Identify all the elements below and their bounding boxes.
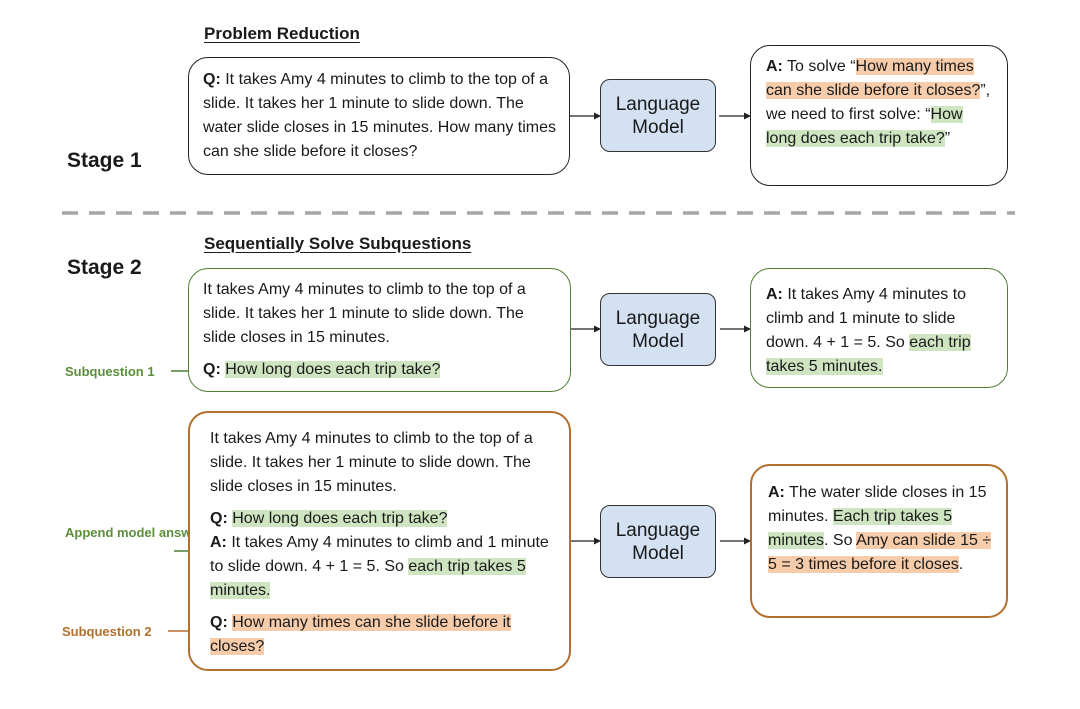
stage1-question: Q: It takes Amy 4 minutes to climb to th… <box>203 71 557 160</box>
sub2-answer-box: A: The water slide closes in 15 minutes.… <box>750 464 1008 618</box>
stage1-question-box: Q: It takes Amy 4 minutes to climb to th… <box>188 57 570 175</box>
sub2-question-highlight: How many times can she slide before it c… <box>210 614 511 655</box>
stage1-label: Stage 1 <box>67 149 142 172</box>
sub2-answer: A: The water slide closes in 15 minutes.… <box>768 484 992 573</box>
sub1-question: Q: How long does each trip take? <box>203 361 441 378</box>
stage2-label: Stage 2 <box>67 256 142 279</box>
sub2-prior-answer: A: It takes Amy 4 minutes to climb and 1… <box>210 534 549 599</box>
sub2-context: It takes Amy 4 minutes to climb to the t… <box>210 430 533 495</box>
stage1-language-model: Language Model <box>600 79 716 152</box>
sub1-language-model: Language Model <box>600 293 716 366</box>
sub2-prior-question-highlight: How long does each trip take? <box>232 510 448 527</box>
sub1-question-highlight: How long does each trip take? <box>225 361 441 378</box>
sub2-question-box: It takes Amy 4 minutes to climb to the t… <box>188 411 571 671</box>
sub2-question: Q: How many times can she slide before i… <box>210 614 511 655</box>
sub2-prior-question: Q: How long does each trip take? <box>210 510 448 527</box>
sub1-answer-box: A: It takes Amy 4 minutes to climb and 1… <box>750 268 1008 388</box>
sub1-answer: A: It takes Amy 4 minutes to climb and 1… <box>766 286 971 375</box>
subquestion1-label: Subquestion 1 <box>65 364 155 379</box>
stage1-answer-box: A: To solve “How many times can she slid… <box>750 45 1008 186</box>
sub1-question-box: It takes Amy 4 minutes to climb to the t… <box>188 268 571 392</box>
subquestion2-label: Subquestion 2 <box>62 624 152 639</box>
stage1-section-title: Problem Reduction <box>204 24 360 43</box>
stage2-section-title: Sequentially Solve Subquestions <box>204 234 472 253</box>
sub2-language-model: Language Model <box>600 505 716 578</box>
stage1-answer: A: To solve “How many times can she slid… <box>766 58 991 147</box>
sub1-context: It takes Amy 4 minutes to climb to the t… <box>203 281 526 346</box>
